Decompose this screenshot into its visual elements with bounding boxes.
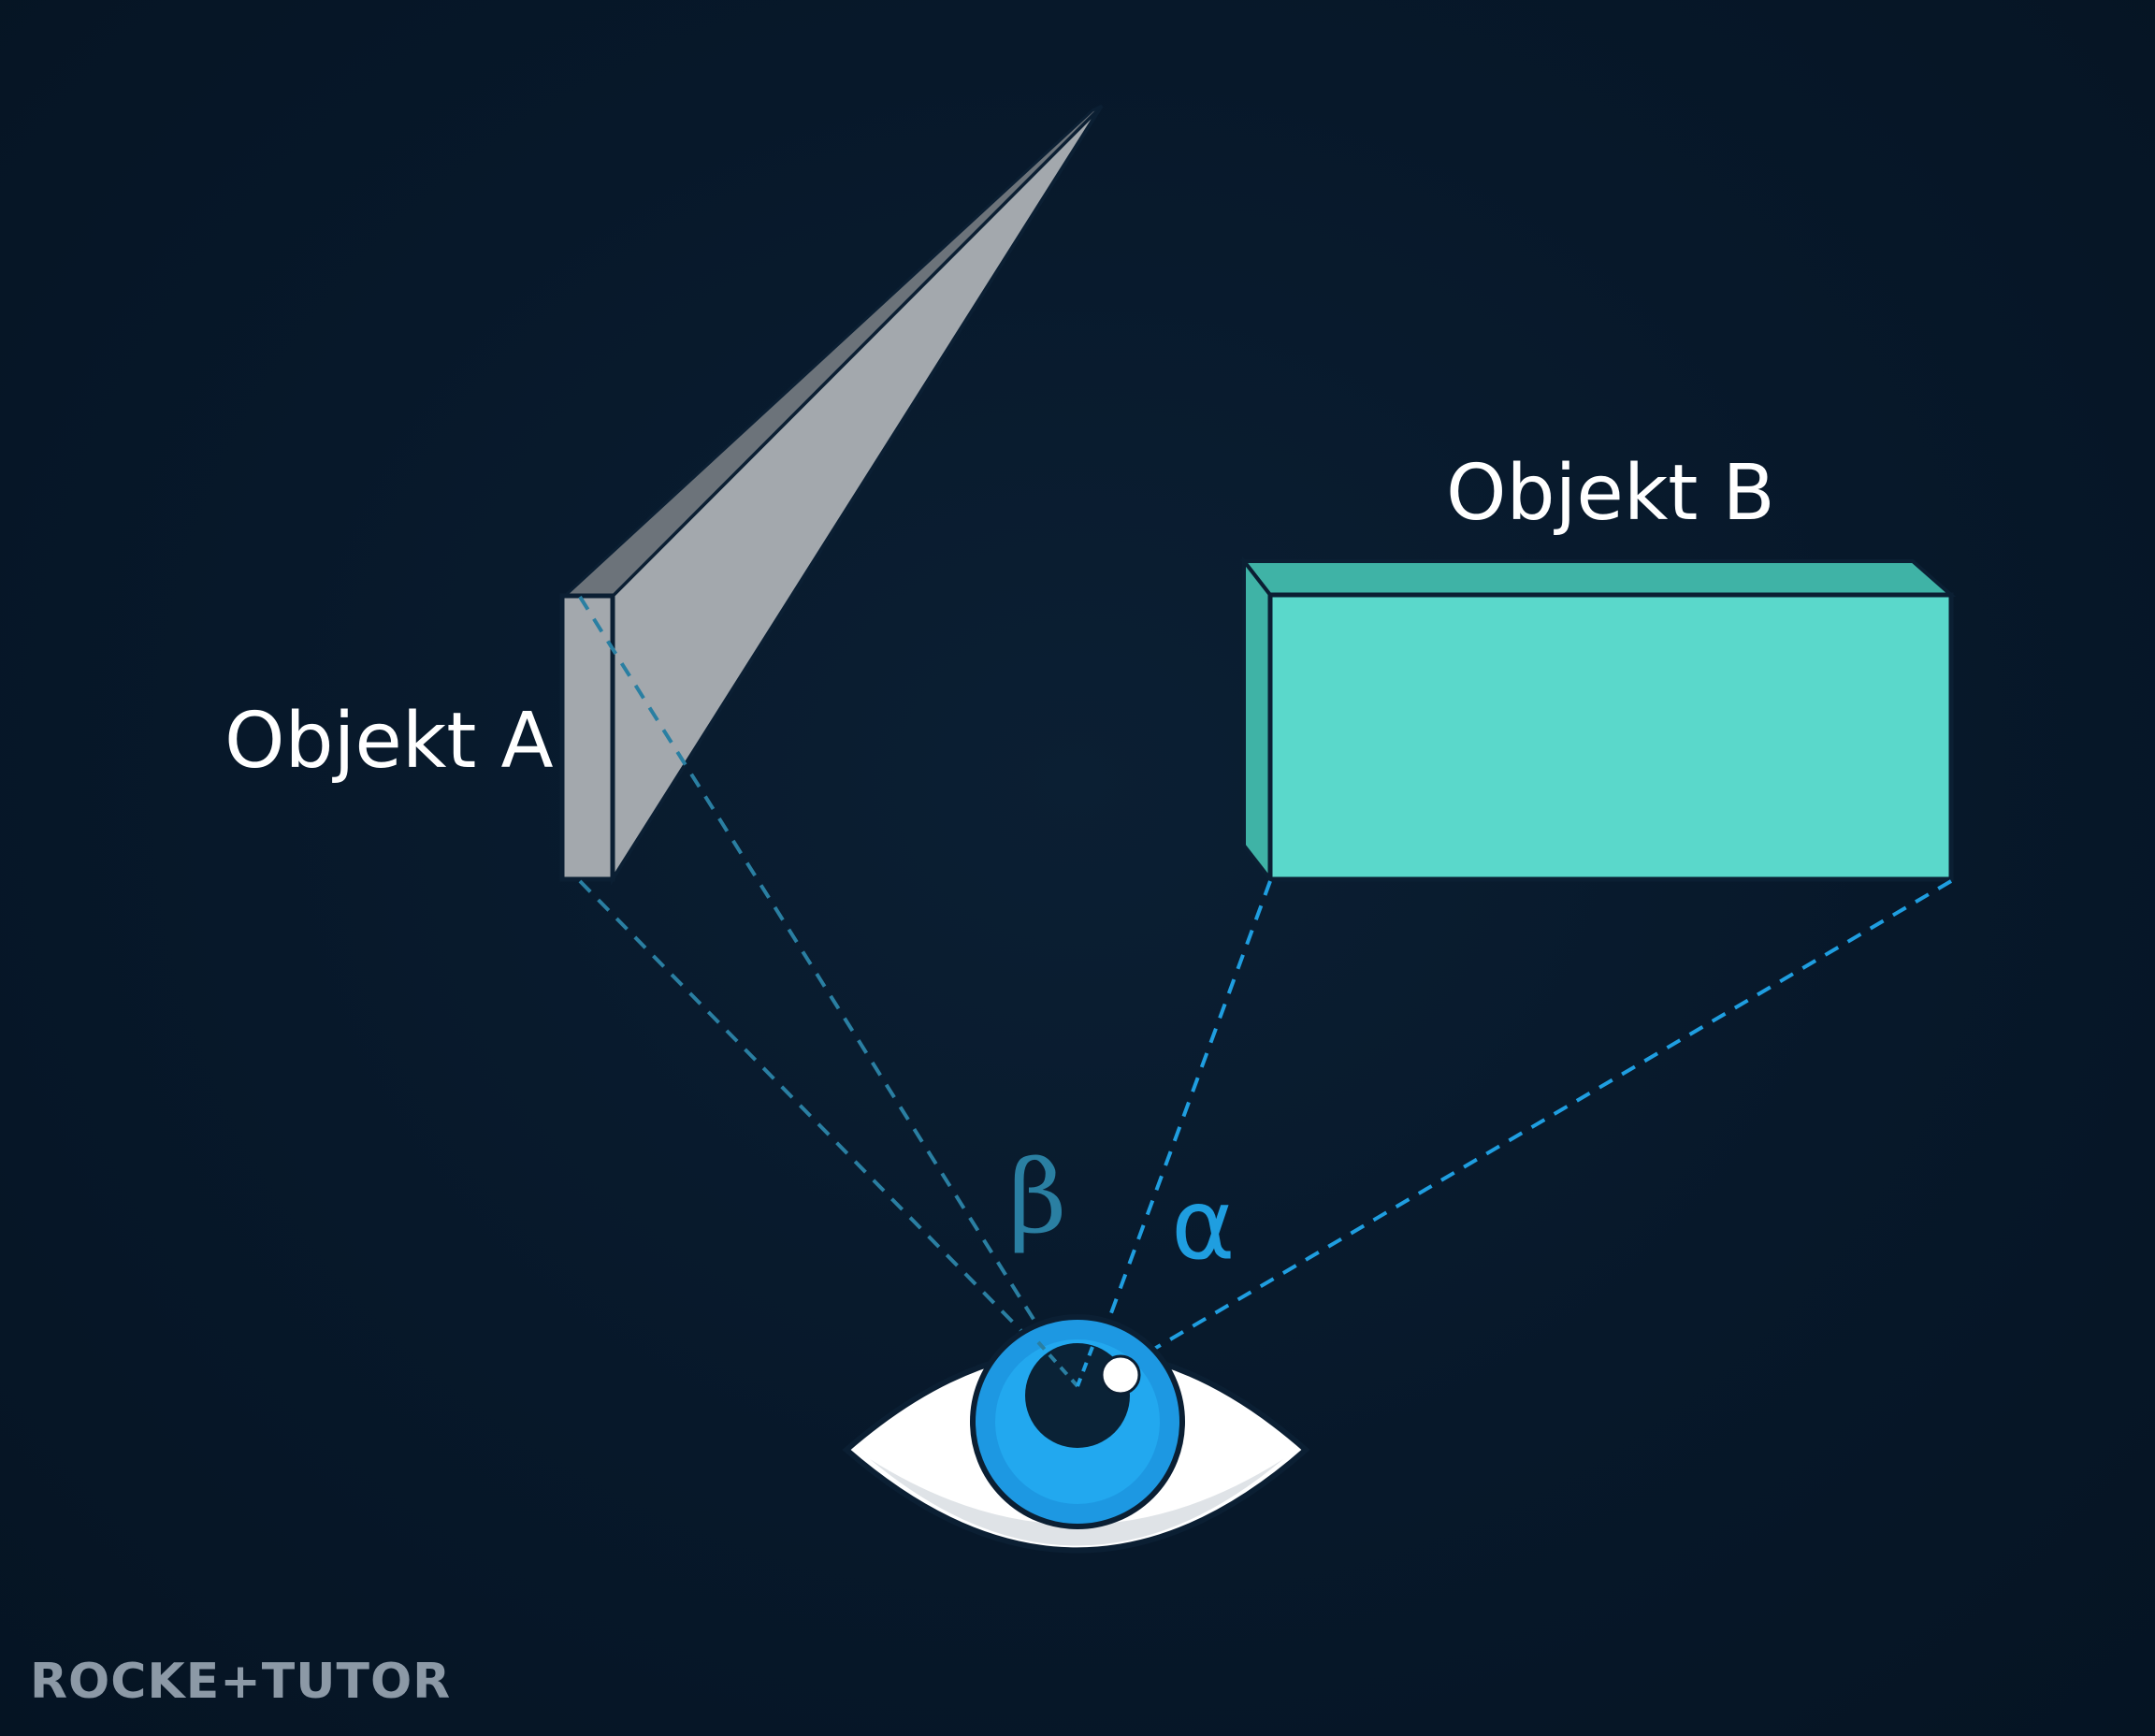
object-b-front-face [1267, 592, 1954, 882]
rays-convergence [1036, 1340, 1094, 1388]
eye-highlight [1100, 1354, 1141, 1396]
beta-angle-label: β [1008, 1139, 1067, 1256]
alpha-angle-label: α [1171, 1167, 1236, 1281]
object-b-top-face [1239, 559, 1957, 597]
eye-shadow [870, 1459, 1283, 1546]
ray-b-right [1121, 879, 1953, 1369]
rays-object-b [1083, 879, 1953, 1385]
brand-logo: ROCKE+TUTOR [30, 1654, 452, 1710]
ray-b-left [1083, 880, 1272, 1385]
rays-object-a [578, 595, 1078, 1388]
object-b [1239, 556, 1957, 885]
object-a-front-face [559, 593, 615, 882]
object-b-side-face [1242, 556, 1272, 885]
eye-icon [842, 1314, 1310, 1554]
object-a-label: Objekt A [224, 697, 554, 786]
ray-b-converge [1076, 1346, 1094, 1387]
ray-a-bottom [578, 879, 1078, 1388]
ray-a-top [578, 595, 1078, 1388]
object-a [559, 104, 1104, 886]
object-b-label: Objekt B [1446, 449, 1775, 538]
